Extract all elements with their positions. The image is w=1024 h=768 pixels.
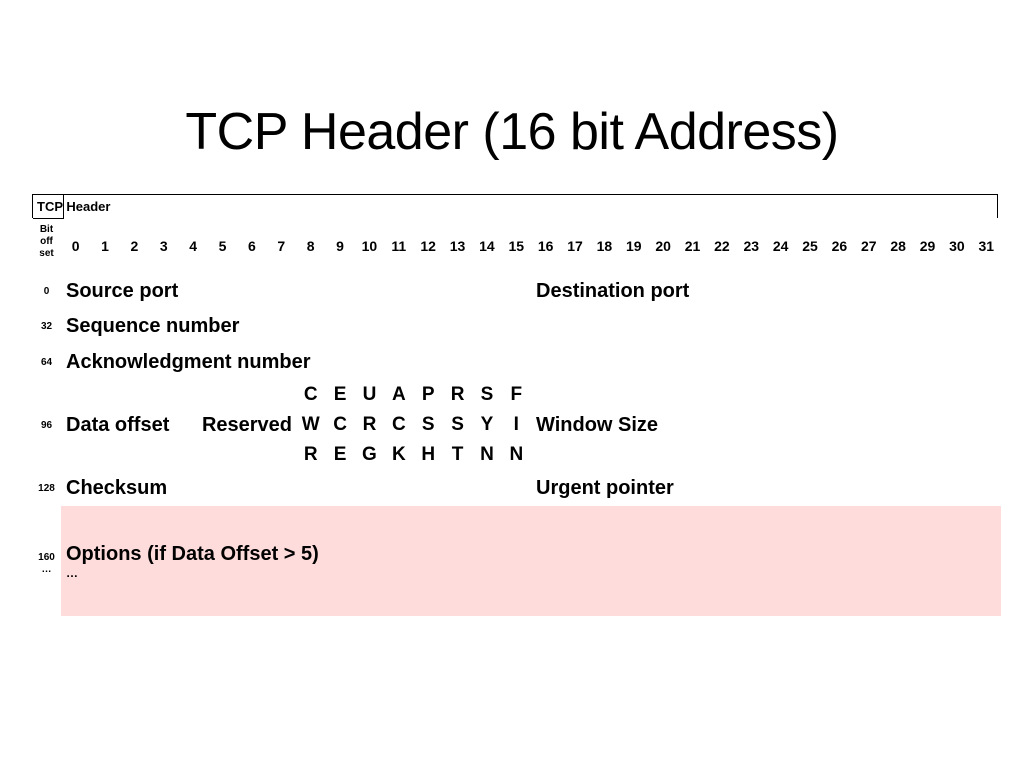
bit-number: 12 [420,238,436,254]
flag-letter: T [451,444,464,465]
row-offset: 0 [43,285,50,297]
bit-number: 1 [101,238,109,254]
flag-letter: W [301,414,320,435]
flag-letter: S [421,414,435,435]
bit-number: 22 [714,238,730,254]
bit-number: 28 [890,238,906,254]
flag-letter: S [451,414,464,435]
slide-title: TCP Header (16 bit Address) [185,102,839,161]
tcp-header-table: Bit off set 0 1 2 3 4 5 6 7 8 9 10 11 12… [32,218,1001,616]
flag-letter: R [450,384,465,405]
bit-number: 19 [626,238,642,254]
flag-ece: E C E [325,380,354,470]
bit-number: 17 [567,238,583,254]
bit-number: 2 [130,238,139,254]
flag-letter: Y [480,414,494,435]
flag-fin: F I N [502,380,531,470]
data-offset-field: Data offset [66,414,170,436]
table-caption: TCP Header [32,194,998,219]
bit-number: 10 [361,238,378,254]
bit-number: 4 [189,238,198,254]
bit-number: 29 [919,238,936,254]
flag-letter: I [513,414,519,435]
flag-psh: P S H [414,380,443,470]
flag-letter: N [480,444,494,465]
flag-letter: E [333,384,347,405]
flag-ack: A C K [384,380,413,470]
options-field: Options (if Data Offset > 5) … [61,506,1001,616]
bit-number: 15 [508,238,525,254]
acknowledgment-number-field: Acknowledgment number [66,350,311,373]
options-label: Options (if Data Offset > 5) [66,542,319,565]
flag-urg: U R G [355,380,384,470]
destination-port-field: Destination port [536,279,690,302]
flag-letter: E [333,444,347,465]
bit-number: 9 [336,238,344,254]
window-size-field: Window Size [536,413,659,436]
caption-label: TCP Header [37,199,111,214]
offset-header-line: off [40,236,53,247]
row-offset: 160 … [32,506,61,616]
row-offset: 96 [40,419,53,431]
bit-number: 5 [218,238,227,254]
flag-letter: F [510,384,523,405]
bit-number: 23 [743,238,760,254]
flag-rst: R S T [443,380,472,470]
reserved-field: Reserved [201,413,292,436]
bit-number: 0 [71,238,80,254]
bit-number: 27 [861,238,877,254]
flag-letter: N [509,444,524,465]
bit-number: 3 [159,238,168,254]
flag-letter: H [421,444,436,465]
bit-number: 13 [449,238,466,254]
source-port-field: Source port [66,279,179,302]
bit-number: 24 [772,238,789,254]
flag-letter: P [421,384,435,405]
flag-letter: U [362,384,377,405]
flag-syn: S Y N [472,380,501,470]
flag-letter: C [391,414,406,435]
bit-number: 26 [831,238,848,254]
row-offset-more: … [41,564,52,575]
row-offset: 128 [38,482,55,494]
bit-number: 7 [277,238,286,254]
flag-letter: G [362,444,377,465]
flag-letter: R [362,414,377,435]
flag-letter: S [480,384,494,405]
row-offset: 64 [40,356,53,368]
bit-number: 11 [391,238,407,254]
flag-letter: K [391,444,406,465]
bit-number: 16 [537,238,554,254]
row-offset-value: 160 [38,552,55,563]
caption-corner [33,195,64,219]
bit-number: 20 [655,238,671,254]
flag-letter: C [303,384,318,405]
flag-letter: A [391,384,406,405]
bit-number: 6 [248,238,256,254]
bit-number: 25 [802,238,818,254]
bit-number: 14 [479,238,495,254]
sequence-number-field: Sequence number [66,314,240,337]
bit-number: 21 [684,238,701,254]
bit-number: 18 [596,238,613,254]
bit-number: 30 [949,238,965,254]
flag-cwr: C W R [296,380,325,470]
urgent-pointer-field: Urgent pointer [536,476,674,499]
offset-column-header: Bit off set [32,218,61,274]
flag-letter: R [303,444,318,465]
flag-letter: C [333,414,347,435]
options-more: … [66,565,78,580]
offset-header-line: set [39,248,54,259]
offset-header-line: Bit [39,224,54,235]
bit-number: 8 [306,238,315,254]
bit-number: 31 [978,238,995,254]
row-offset: 32 [40,320,53,332]
checksum-field: Checksum [66,476,168,499]
